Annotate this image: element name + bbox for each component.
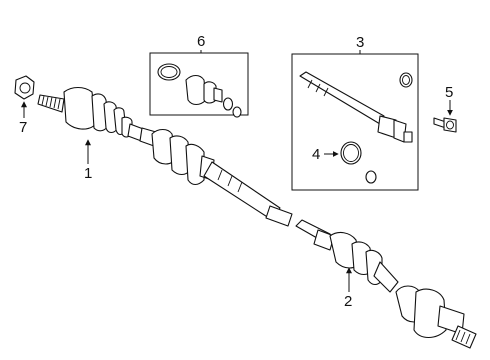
inner-cv-joint-left <box>151 128 215 186</box>
small-o-ring-bottom <box>365 170 377 184</box>
half-shaft-bar-right <box>295 219 335 251</box>
hub-nut <box>14 75 35 100</box>
callout-7: 7 <box>19 119 27 136</box>
boot-ring <box>232 106 242 118</box>
callout-4: 4 <box>312 146 320 163</box>
inner-cv-joint-right <box>329 231 399 293</box>
small-o-ring-top <box>399 72 413 88</box>
callout-6: 6 <box>197 33 205 50</box>
callout-5: 5 <box>445 84 453 101</box>
callout-3: 3 <box>356 34 364 51</box>
callout-1: 1 <box>84 165 92 182</box>
half-shaft-bar-left <box>127 123 157 147</box>
callout-2: 2 <box>344 293 352 310</box>
intermediate-shaft-kit <box>299 71 413 143</box>
outer-cv-joint-left <box>37 86 133 138</box>
cv-boot <box>185 74 223 106</box>
boot-small-clamp <box>222 97 234 111</box>
intermediate-shaft <box>203 161 293 227</box>
bearing-seal-ring <box>340 141 362 165</box>
bolt <box>433 117 457 133</box>
boot-clamp <box>157 63 181 81</box>
outer-cv-joint-right <box>395 285 477 349</box>
